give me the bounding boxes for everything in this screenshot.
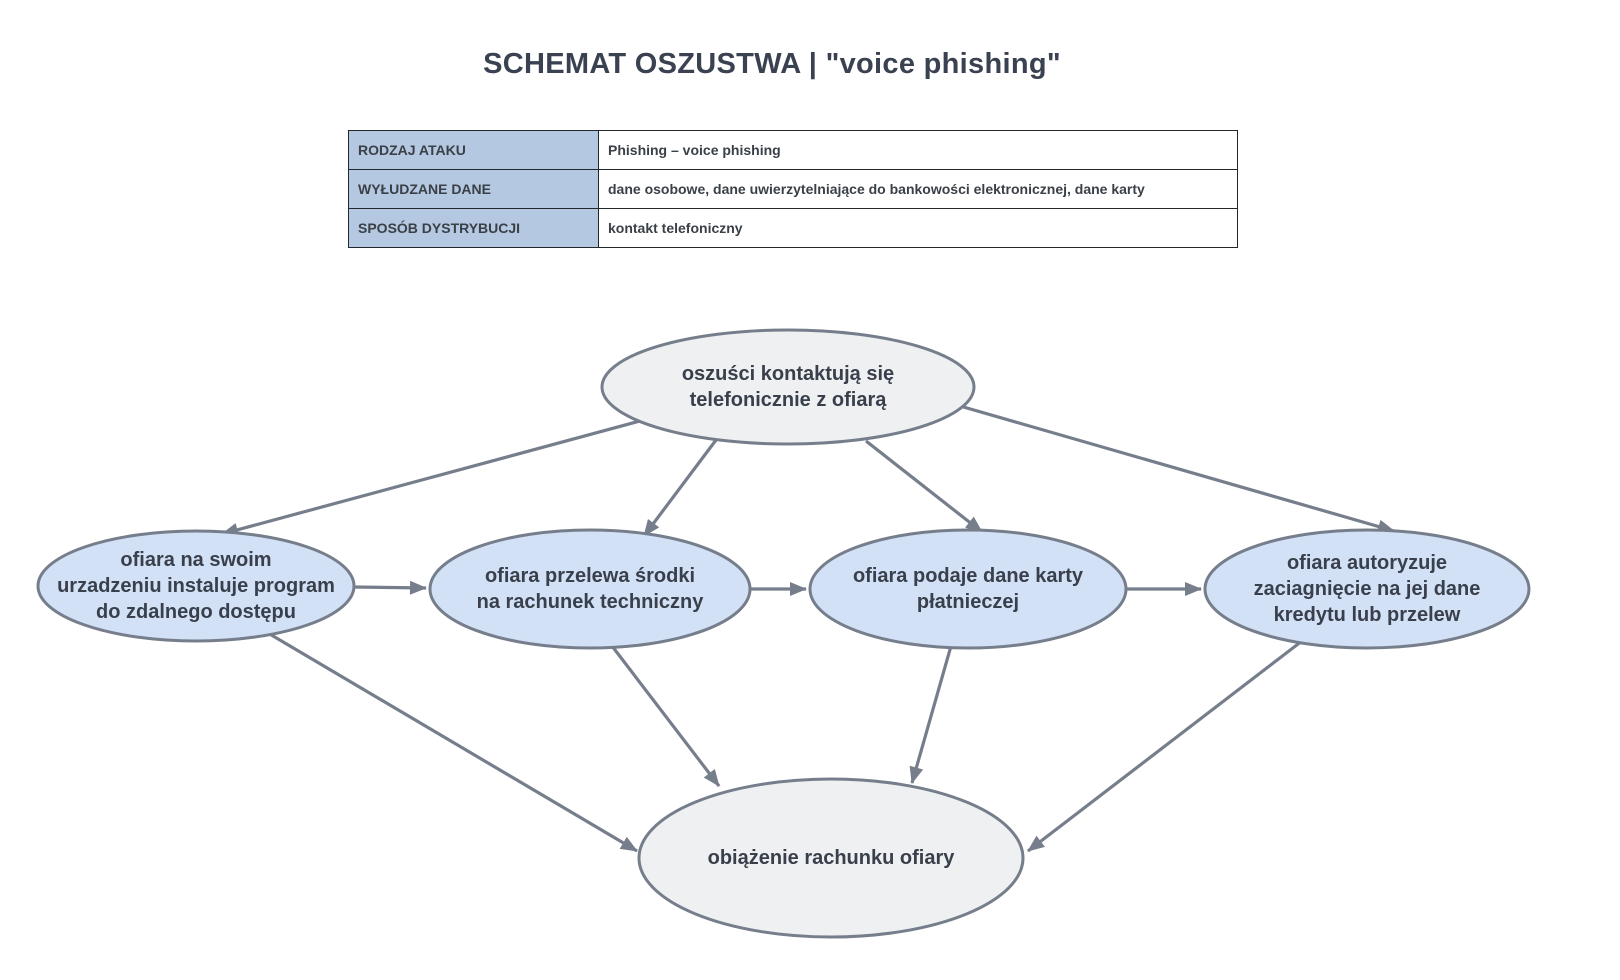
edge-authorize-credit-to-account-debit [1027, 639, 1303, 853]
label-line: oszuści kontaktują się [681, 363, 895, 385]
edge-contact-to-authorize-credit [959, 404, 1395, 534]
label-line: ofiara autoryzuje [1286, 552, 1448, 574]
flow-node-account-debit-label: obiążenie rachunku ofiary [639, 779, 1023, 937]
edge-contact-to-install-remote-access [221, 419, 641, 537]
label-line: ofiara podaje dane karty [852, 565, 1084, 587]
attack-info-table: RODZAJ ATAKU Phishing – voice phishing W… [348, 130, 1238, 248]
table-row: WYŁUDZANE DANE dane osobowe, dane uwierz… [348, 169, 1238, 209]
flow-node-install-remote-access [36, 529, 356, 643]
label-line: na rachunek techniczny [476, 591, 704, 613]
label-line: obiążenie rachunku ofiary [707, 847, 955, 869]
label-line: ofiara na swoim [120, 549, 272, 571]
flow-node-transfer-funds [428, 528, 752, 650]
edge-transfer-funds-to-account-debit [610, 645, 721, 787]
table-row-value: dane osobowe, dane uwierzytelniające do … [598, 169, 1238, 209]
label-line: do zdalnego dostępu [96, 601, 296, 623]
label-line: kredytu lub przelew [1273, 604, 1461, 626]
edge-card-data-to-account-debit [909, 645, 953, 784]
table-row: RODZAJ ATAKU Phishing – voice phishing [348, 130, 1238, 170]
flow-node-transfer-funds-label: ofiara przelewa środki na rachunek techn… [430, 530, 750, 648]
page-title: SCHEMAT OSZUSTWA | "voice phishing" [483, 48, 1061, 80]
flow-node-contact [600, 328, 976, 446]
flow-node-authorize-credit-label: ofiara autoryzuje zaciagnięcie na jej da… [1205, 530, 1529, 648]
edge-install-remote-access-to-account-debit [267, 631, 638, 853]
flow-node-authorize-credit [1203, 528, 1531, 650]
table-row-label: RODZAJ ATAKU [348, 130, 599, 170]
edge-contact-to-transfer-funds [642, 439, 718, 537]
label-line: zaciagnięcie na jej dane [1253, 578, 1481, 600]
table-row: SPOSÓB DYSTRYBUCJI kontakt telefoniczny [348, 208, 1238, 248]
label-line: płatnieczej [916, 591, 1020, 613]
edge-install-remote-access-to-transfer-funds [353, 580, 427, 595]
label-line: telefonicznie z ofiarą [689, 389, 887, 411]
flow-node-account-debit [637, 777, 1025, 939]
flow-node-install-remote-access-label: ofiara na swoim urzadzeniu instaluje pro… [38, 531, 354, 641]
table-row-value: kontakt telefoniczny [598, 208, 1238, 248]
table-row-label: SPOSÓB DYSTRYBUCJI [348, 208, 599, 248]
flow-node-card-data-label: ofiara podaje dane karty płatnieczej [810, 530, 1126, 648]
flow-node-contact-label: oszuści kontaktują się telefonicznie z o… [602, 330, 974, 444]
edge-contact-to-card-data [865, 439, 983, 534]
flow-node-card-data [808, 528, 1128, 650]
label-line: ofiara przelewa środki [484, 565, 696, 587]
label-line: urzadzeniu instaluje program [57, 575, 335, 597]
